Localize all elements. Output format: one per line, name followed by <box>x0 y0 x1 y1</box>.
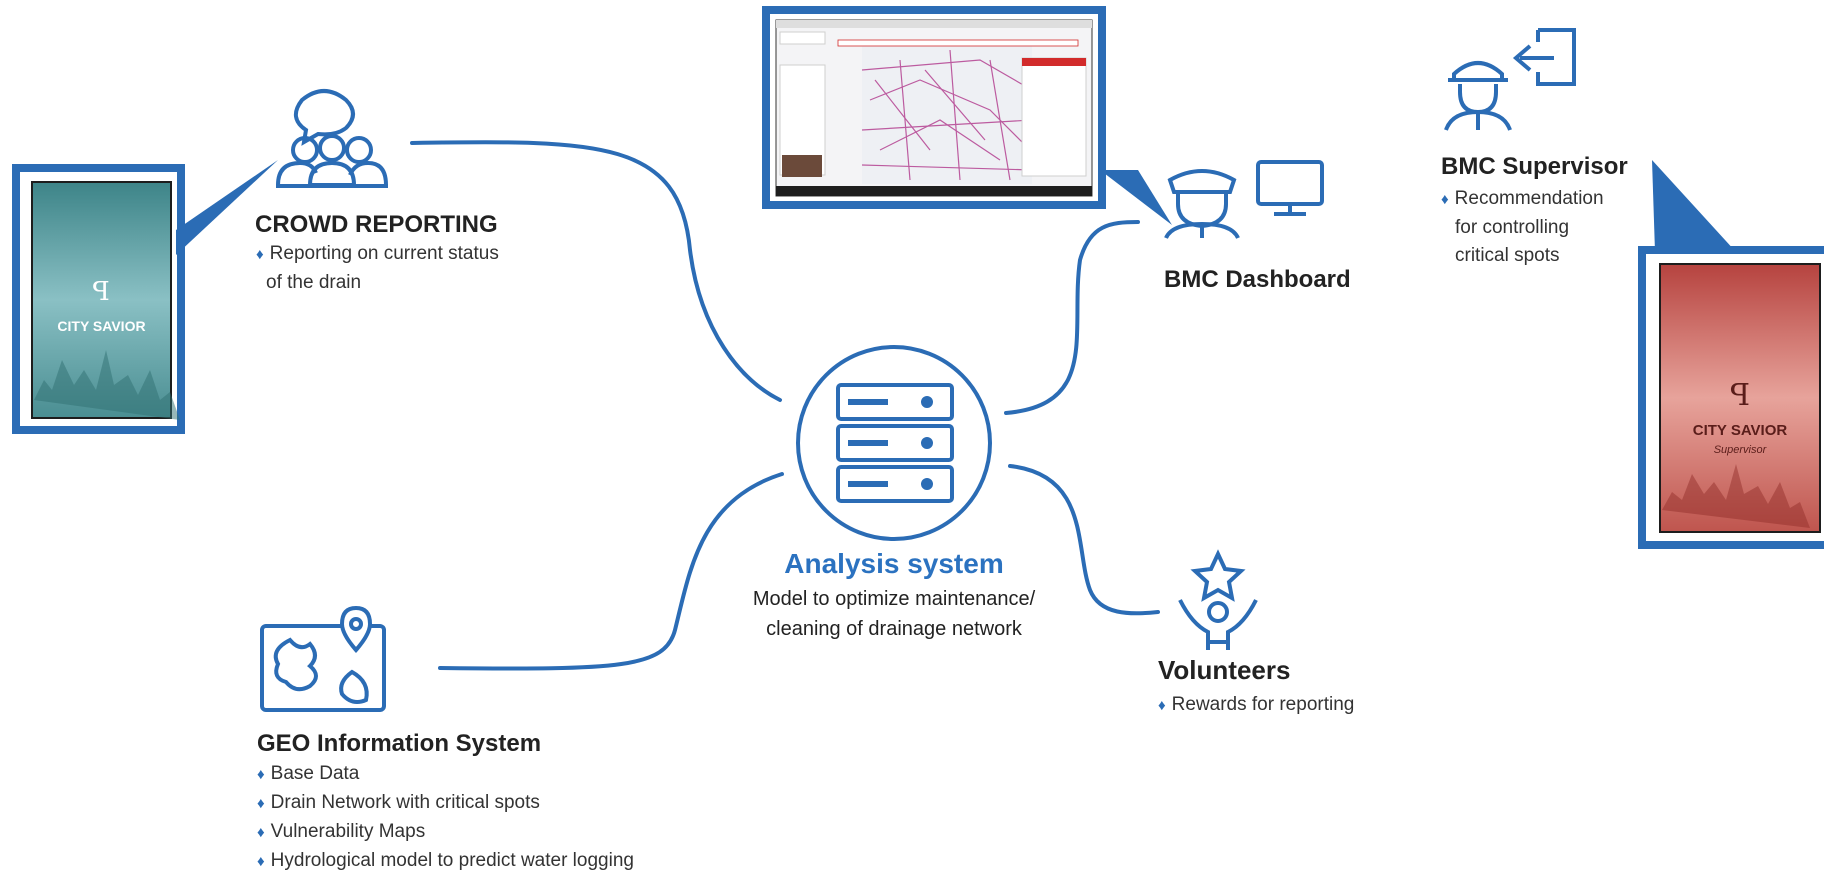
connector-crowd-analysis <box>410 140 782 402</box>
supervisor-bullet-3: critical spots <box>1455 245 1560 266</box>
crowd-app-screen: CITY SAVIOR <box>32 182 171 418</box>
analysis-title: Analysis system <box>784 548 1004 579</box>
supervisor-app-name: CITY SAVIOR <box>1692 422 1788 439</box>
supervisor-title: BMC Supervisor <box>1441 153 1628 180</box>
dashboard-callout <box>762 6 1172 225</box>
supervisor-bullet-1: Recommendation <box>1454 188 1604 209</box>
list-item: ♦ Hydrological model to predict water log… <box>257 847 634 876</box>
crowd-people-icon <box>276 89 388 188</box>
crowd-app-callout: ꟼ <box>12 160 278 434</box>
supervisor-bullets: ♦ Recommendation for controlling critical… <box>1441 185 1604 270</box>
bullet-diamond-icon: ♦ <box>257 824 265 841</box>
dashboard-title: BMC Dashboard <box>1164 266 1351 293</box>
supervisor-bullet-2: for controlling <box>1455 217 1570 238</box>
worker-helmet-icon <box>1444 61 1512 131</box>
geo-bullet-1: Base Data <box>270 763 360 784</box>
crowd-title: CROWD REPORTING <box>255 211 498 238</box>
list-item: ♦ Recommendation <box>1441 185 1604 214</box>
connector-analysis-volunteers <box>1008 464 1160 616</box>
crowd-bullet-2: of the drain <box>266 272 362 293</box>
geo-title: GEO Information System <box>257 730 542 757</box>
map-pin-icon <box>260 605 386 712</box>
crowd-app-name: CITY SAVIOR <box>57 318 146 334</box>
list-item: for controlling <box>1441 214 1604 242</box>
logout-icon <box>1512 28 1576 86</box>
bullet-diamond-icon: ♦ <box>257 766 265 783</box>
bullet-diamond-icon: ♦ <box>257 853 265 870</box>
city-savior-logo: ꟼ <box>92 277 110 307</box>
analysis-block: Analysis system Model to optimize mainte… <box>694 548 1094 644</box>
volunteers-bullet-1: Rewards for reporting <box>1171 694 1355 715</box>
list-item: of the drain <box>256 269 499 297</box>
volunteers-title: Volunteers <box>1158 655 1291 685</box>
volunteers-bullets: ♦ Rewards for reporting <box>1158 691 1354 720</box>
database-server-icon <box>796 345 992 541</box>
crowd-bullet-1: Reporting on current status <box>269 243 499 264</box>
list-item: ♦ Reporting on current status <box>256 240 499 269</box>
connector-analysis-geo <box>438 472 784 671</box>
city-savior-logo: ꟼ <box>1730 378 1750 413</box>
geo-bullet-2: Drain Network with critical spots <box>270 792 540 813</box>
monitor-icon <box>1256 160 1324 216</box>
supervisor-app-callout: ꟼ <box>1638 160 1824 549</box>
star-person-icon <box>1178 549 1258 650</box>
list-item: ♦ Base Data <box>257 760 634 789</box>
supervisor-app-sub: Supervisor <box>1713 444 1767 456</box>
analysis-sub-2: cleaning of drainage network <box>766 618 1022 640</box>
geo-bullets: ♦ Base Data ♦ Drain Network with critical … <box>257 760 634 876</box>
list-item: ♦ Drain Network with critical spots <box>257 789 634 818</box>
list-item: ♦ Rewards for reporting <box>1158 691 1354 720</box>
officer-icon <box>1164 169 1240 239</box>
list-item: critical spots <box>1441 242 1604 270</box>
bullet-diamond-icon: ♦ <box>1441 191 1449 208</box>
crowd-bullets: ♦ Reporting on current status of the drai… <box>256 240 499 297</box>
bullet-diamond-icon: ♦ <box>1158 697 1166 714</box>
geo-bullet-3: Vulnerability Maps <box>270 821 426 842</box>
bullet-diamond-icon: ♦ <box>256 246 264 263</box>
analysis-sub-1: Model to optimize maintenance/ <box>752 588 1036 610</box>
speech-bubble-icon <box>294 89 355 146</box>
supervisor-app-screen: CITY SAVIOR Supervisor <box>1660 264 1820 532</box>
bullet-diamond-icon: ♦ <box>257 795 265 812</box>
geo-bullet-4: Hydrological model to predict water logg… <box>270 850 634 871</box>
connector-analysis-dashboard <box>1004 220 1140 415</box>
list-item: ♦ Vulnerability Maps <box>257 818 634 847</box>
